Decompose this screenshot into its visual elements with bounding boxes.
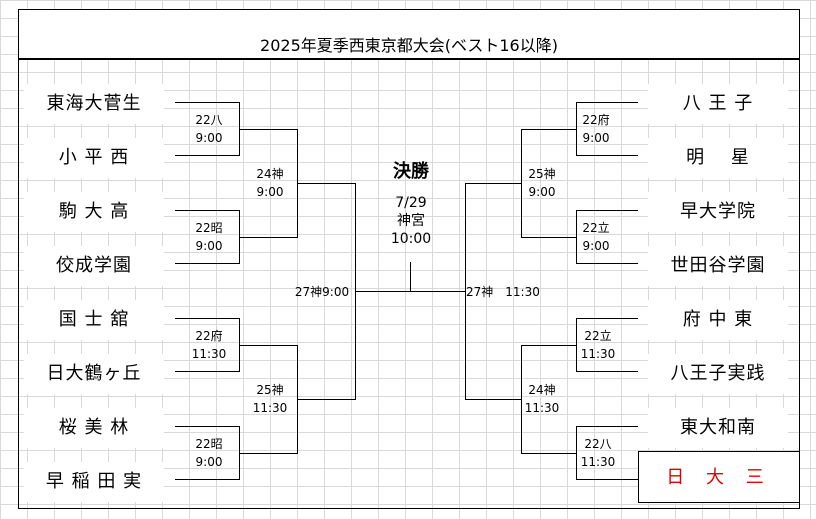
left-team-3: 駒 大 高 — [24, 192, 164, 232]
final-info: 7/29 神宮 10:00 — [380, 194, 442, 248]
right-team-2: 明 星 — [648, 138, 788, 178]
left-qf-2-venue: 25神 — [256, 383, 284, 397]
left-team-4: 佼成学園 — [24, 246, 164, 286]
right-qf-2-venue: 24神 — [528, 383, 556, 397]
left-team-8: 早 稲 田 実 — [24, 462, 164, 502]
left-team-7: 桜 美 林 — [24, 408, 164, 448]
left-team-5: 国 士 舘 — [24, 300, 164, 340]
left-team-1: 東海大菅生 — [24, 84, 164, 124]
right-team-1: 八 王 子 — [648, 84, 788, 124]
right-qf-1-time: 9:00 — [528, 185, 556, 199]
right-r16-2-time: 9:00 — [582, 239, 610, 253]
champion-team: 日 大 三 — [638, 451, 800, 503]
left-r16-4-time: 9:00 — [195, 455, 223, 469]
right-r16-4-venue: 22八 — [584, 437, 612, 451]
left-r16-4-venue: 22昭 — [195, 437, 223, 451]
left-r16-3-venue: 22府 — [195, 329, 223, 343]
final-time: 10:00 — [390, 231, 432, 247]
right-r16-1-venue: 22府 — [582, 113, 610, 127]
left-qf-1-time: 9:00 — [256, 185, 284, 199]
tournament-title: 2025年夏季西東京都大会(ベスト16以降) — [260, 36, 558, 55]
title-bar: 2025年夏季西東京都大会(ベスト16以降) — [19, 10, 799, 60]
right-team-3: 早大学院 — [648, 192, 788, 232]
left-r16-2-time: 9:00 — [195, 239, 223, 253]
final-stem-line — [410, 262, 411, 292]
left-r16-1-venue: 22八 — [195, 113, 223, 127]
left-qf-1-venue: 24神 — [256, 167, 284, 181]
final-date: 7/29 — [395, 195, 427, 211]
final-venue: 神宮 — [397, 213, 425, 229]
right-r16-4-time: 11:30 — [580, 455, 616, 469]
left-team-2: 小 平 西 — [24, 138, 164, 178]
final-heading: 決勝 — [393, 161, 429, 182]
left-r16-1-time: 9:00 — [195, 131, 223, 145]
left-team-6: 日大鶴ヶ丘 — [24, 354, 164, 394]
left-qf-2-time: 11:30 — [252, 401, 288, 415]
right-sf-label: 27神 11:30 — [466, 285, 540, 299]
right-team-6: 八王子実践 — [648, 354, 788, 394]
left-r16-3-time: 11:30 — [191, 347, 227, 361]
right-r16-1-time: 9:00 — [582, 131, 610, 145]
right-r16-2-venue: 22立 — [582, 221, 610, 235]
left-sf-label: 27神9:00 — [294, 285, 350, 299]
right-team-7: 東大和南 — [648, 408, 788, 448]
right-qf-1-venue: 25神 — [528, 167, 556, 181]
right-r16-3-time: 11:30 — [580, 347, 616, 361]
right-team-4: 世田谷学園 — [648, 246, 788, 286]
right-r16-3-venue: 22立 — [584, 329, 612, 343]
right-team-5: 府 中 東 — [648, 300, 788, 340]
right-qf-2-time: 11:30 — [524, 401, 560, 415]
left-r16-2-venue: 22昭 — [195, 221, 223, 235]
